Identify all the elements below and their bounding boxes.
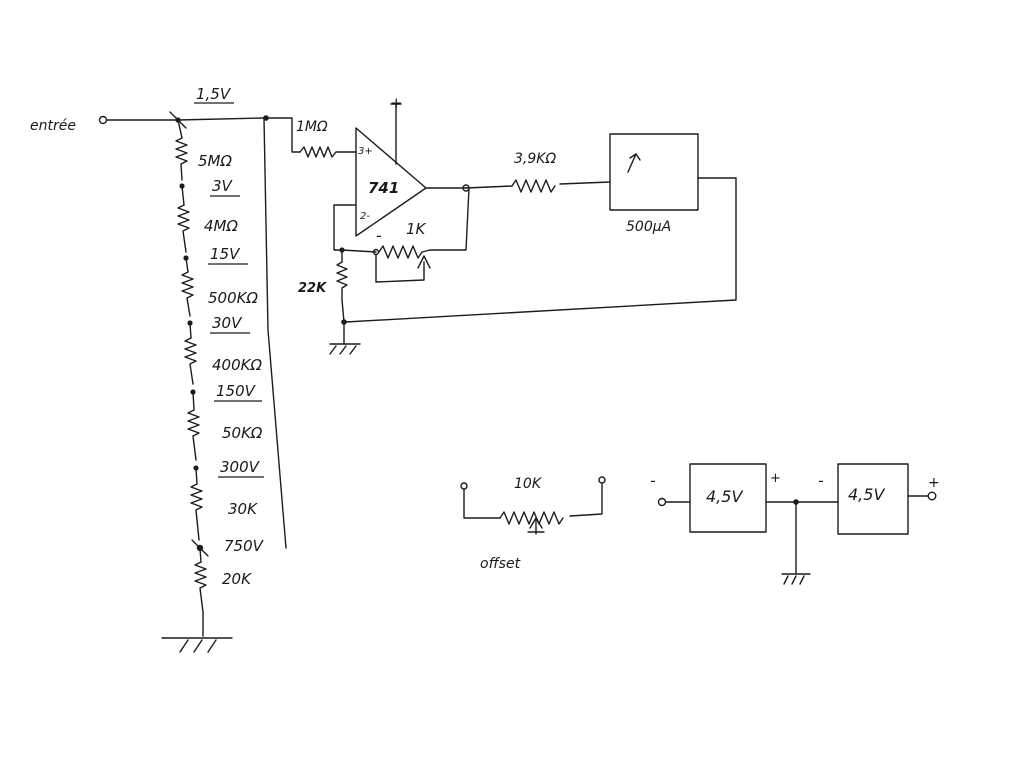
- input-resistor-1m: [299, 146, 357, 158]
- ground-symbol-divider: [161, 637, 233, 653]
- resistor-22k: [336, 249, 348, 325]
- input-label: entrée: [30, 118, 76, 134]
- resistor-500k-label: 500KΩ: [208, 289, 258, 307]
- battery-minus-mid: -: [818, 471, 824, 490]
- resistor-1m-label: 1MΩ: [296, 119, 328, 135]
- supply-plus-sign: +: [390, 94, 403, 112]
- meter-return-wire: [345, 177, 737, 323]
- opamp-plus-pin-label: 3+: [358, 146, 373, 157]
- offset-label: offset: [480, 556, 521, 572]
- opamp-741: [355, 103, 467, 237]
- meter-range-label: 500µA: [626, 219, 671, 235]
- resistor-20k-label: 20K: [222, 570, 252, 588]
- range-label-750v: 750V: [224, 537, 265, 555]
- resistor-5m-label: 5MΩ: [198, 152, 232, 170]
- resistor-4m-label: 4MΩ: [204, 217, 238, 235]
- resistor-22k-label: 22K: [298, 281, 327, 296]
- range-selector-wiper: [169, 111, 265, 129]
- range-label-15v: 15V: [210, 245, 241, 263]
- opamp-minus-pin-label: 2-: [360, 211, 370, 222]
- series-resistor-3-9k: [465, 179, 611, 193]
- opamp-741-label: 741: [368, 179, 399, 197]
- offset-potentiometer-10k: [460, 476, 606, 535]
- resistor-30k-label: 30K: [228, 500, 258, 518]
- range-bus-wire: [263, 115, 301, 549]
- battery-2-label: 4,5V: [848, 485, 885, 504]
- resistor-3-9k-label: 3,9KΩ: [514, 151, 556, 167]
- range-label-3v: 3V: [212, 177, 234, 195]
- range-label-1-5v: 1,5V: [196, 85, 232, 103]
- range-label-30v: 30V: [212, 314, 243, 332]
- ground-symbol-opamp: [329, 321, 361, 355]
- resistor-50k-label: 50KΩ: [222, 424, 263, 442]
- battery-supply-wiring: [657, 463, 937, 585]
- ammeter-500ua: [609, 133, 699, 211]
- divider-resistor-chain: [175, 119, 209, 637]
- pot-10k-label: 10K: [514, 476, 543, 492]
- range-label-300v: 300V: [220, 458, 261, 476]
- potentiometer-1k: [341, 245, 431, 283]
- battery-plus-right: +: [928, 475, 940, 491]
- pot-1k-label: 1K: [406, 220, 427, 238]
- feedback-wire: [333, 187, 470, 253]
- battery-plus-mid: +: [770, 471, 781, 486]
- battery-1-label: 4,5V: [706, 487, 743, 506]
- battery-minus-left: -: [650, 471, 656, 490]
- opamp-minus-sign: -: [376, 226, 382, 245]
- range-label-150v: 150V: [216, 382, 257, 400]
- resistor-400k-label: 400KΩ: [212, 356, 262, 374]
- input-terminal: [98, 115, 179, 125]
